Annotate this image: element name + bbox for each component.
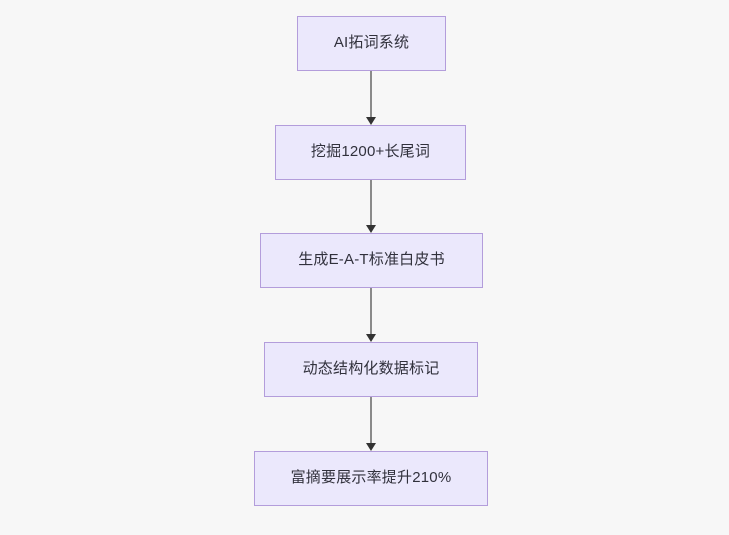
flow-edge-n1-to-n2 — [361, 71, 381, 125]
flow-node-label: 动态结构化数据标记 — [302, 360, 440, 378]
flow-node-label: 挖掘1200+长尾词 — [310, 143, 431, 161]
flow-node-label: 富摘要展示率提升210% — [290, 469, 452, 487]
flow-node-n3[interactable]: 生成E-A-T标准白皮书 — [260, 233, 483, 288]
flow-node-n5[interactable]: 富摘要展示率提升210% — [254, 451, 488, 506]
flow-node-label: AI拓词系统 — [333, 34, 410, 52]
flow-node-n4[interactable]: 动态结构化数据标记 — [264, 342, 478, 397]
flow-edge-n4-to-n5 — [361, 397, 381, 451]
flow-edge-n2-to-n3 — [361, 180, 381, 233]
flow-edge-n3-to-n4 — [361, 288, 381, 342]
flow-node-label: 生成E-A-T标准白皮书 — [298, 251, 445, 269]
flow-node-n2[interactable]: 挖掘1200+长尾词 — [275, 125, 466, 180]
flow-node-n1[interactable]: AI拓词系统 — [297, 16, 446, 71]
